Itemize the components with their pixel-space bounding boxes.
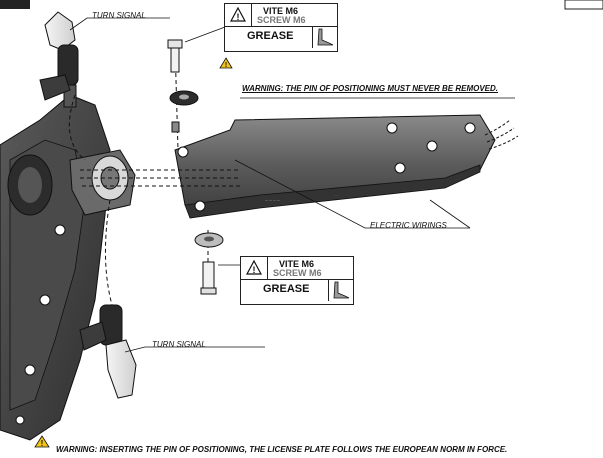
pin-warning-prefix: WARNING: — [242, 84, 284, 93]
turn-signal-top-label: TURN SIGNAL — [92, 11, 146, 20]
electric-wirings-label: ELECTRIC WIRINGS — [370, 221, 447, 230]
screw-name-en: SCREW M6 — [257, 15, 306, 25]
pin-warning-body: THE PIN OF POSITIONING MUST NEVER BE REM… — [283, 84, 499, 93]
grease-label: GREASE — [247, 30, 294, 42]
screw-name-it: VITE M6 — [279, 259, 315, 269]
arm-markings: — — — — · · · · — [265, 187, 423, 202]
positioning-pin — [171, 121, 180, 133]
main-bracket — [0, 94, 136, 441]
leader-lines — [69, 17, 515, 353]
svg-text:!: ! — [237, 12, 240, 22]
svg-text:!: ! — [225, 62, 227, 69]
top-right-box-fragment — [564, 0, 603, 10]
svg-text:!: ! — [253, 265, 256, 275]
warning-icon: ! — [219, 57, 233, 69]
screw-spec-header — [225, 4, 337, 27]
grease-tube-icon — [328, 279, 353, 301]
bottom-warning-body: INSERTING THE PIN OF POSITIONING, THE LI… — [97, 445, 508, 454]
bottom-warning-text: WARNING: INSERTING THE PIN OF POSITIONIN… — [56, 446, 507, 454]
caution-cell — [241, 257, 268, 279]
caution-icon: ! — [246, 260, 262, 275]
screw-spec-box-bottom: ! VITE M6 SCREW M6 GREASE — [240, 256, 354, 305]
screw-bottom — [194, 232, 224, 295]
svg-text:· ·: · · — [420, 187, 423, 191]
screw-spec-header — [241, 257, 353, 280]
turn-signal-bottom — [79, 304, 137, 399]
screw-name-en: SCREW M6 — [273, 268, 322, 278]
warning-icon-bottom: ! — [34, 435, 50, 448]
caution-icon: ! — [230, 7, 246, 22]
svg-text:!: ! — [41, 439, 44, 448]
screw-spec-box-top: ! VITE M6 SCREW M6 GREASE — [224, 3, 338, 52]
grease-label: GREASE — [263, 283, 310, 295]
turn-signal-top — [39, 11, 79, 108]
screw-top — [167, 39, 183, 73]
caution-cell — [225, 4, 252, 26]
screw-name-it: VITE M6 — [263, 6, 299, 16]
license-arm — [174, 114, 519, 219]
turn-signal-bottom-label: TURN SIGNAL — [152, 340, 206, 349]
svg-text:· ·: · · — [335, 193, 338, 197]
grease-tube-icon — [312, 26, 337, 48]
pin-warning-text: WARNING: THE PIN OF POSITIONING MUST NEV… — [242, 85, 498, 93]
bottom-warning-prefix: WARNING: — [56, 445, 98, 454]
corner-fragment — [0, 0, 30, 9]
svg-text:— — — —: — — — — — [265, 198, 280, 202]
